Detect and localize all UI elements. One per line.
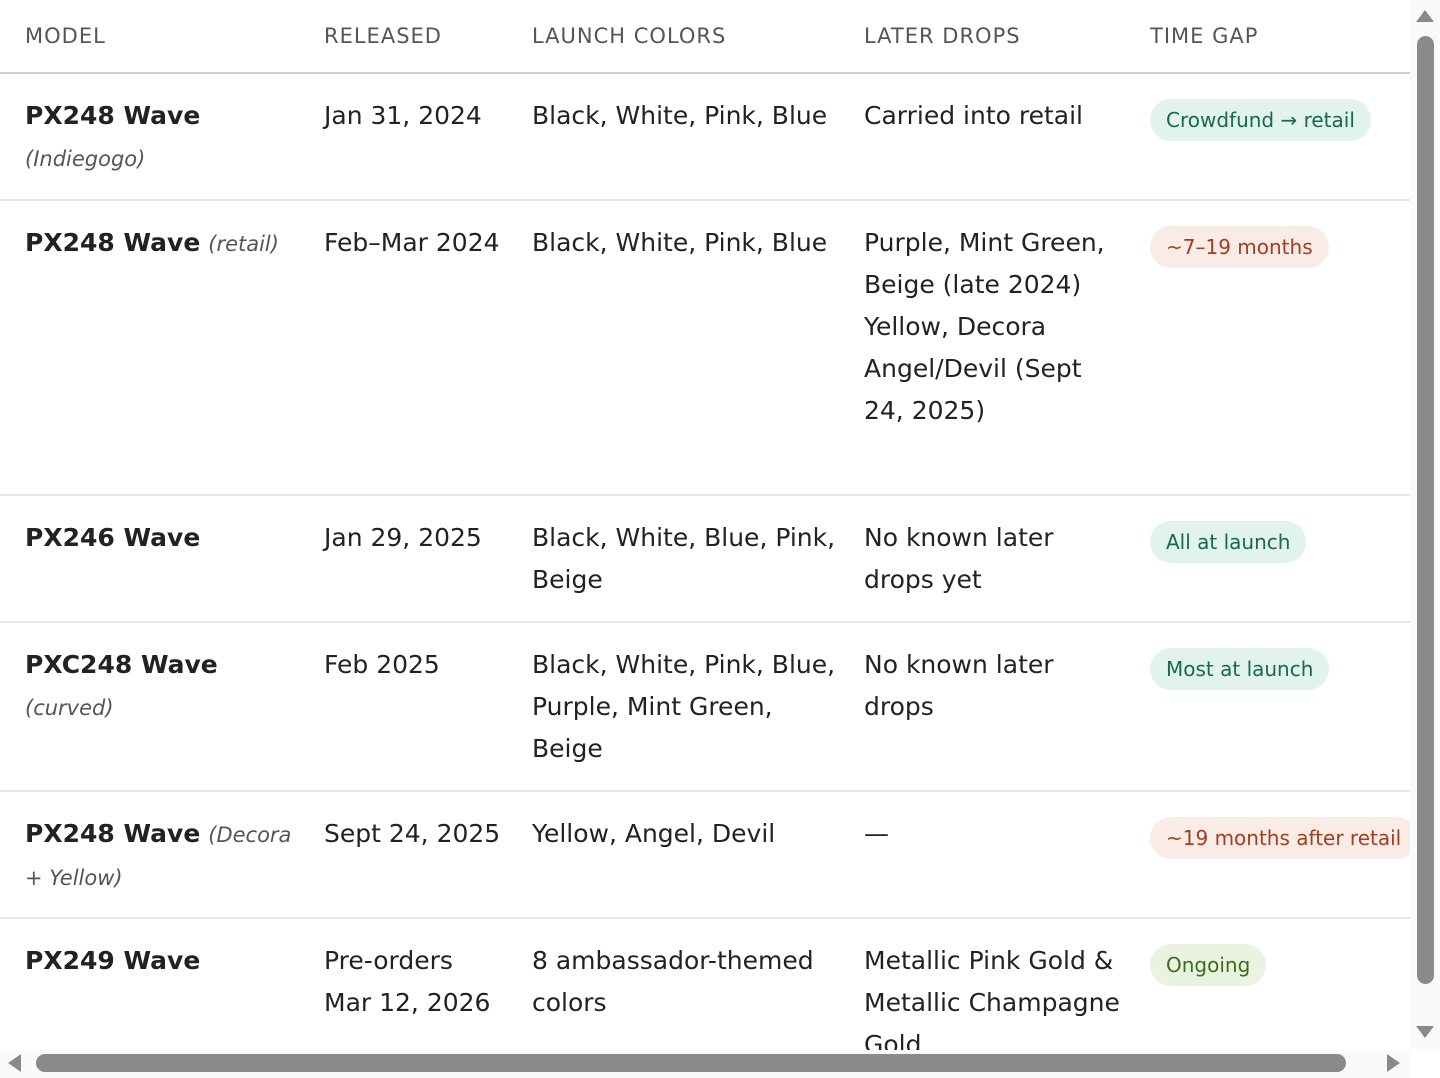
released-cell: Jan 31, 2024 <box>299 73 507 201</box>
later-drops-cell: Metallic Pink Gold & Metallic Champagne … <box>839 918 1125 1050</box>
time-gap-cell: Most at launch <box>1125 622 1410 792</box>
time-gap-cell: Ongoing <box>1125 918 1410 1050</box>
model-cell: PX249 Wave <box>0 918 299 1050</box>
model-cell: PXC248 Wave (curved) <box>0 622 299 792</box>
time-gap-badge: ~19 months after retail <box>1150 817 1410 859</box>
scroll-left-arrow-icon[interactable] <box>8 1054 21 1072</box>
table-row: PX249 Wave Pre-orders Mar 12, 2026 8 amb… <box>0 918 1410 1050</box>
model-note: (Decora + Yellow) <box>25 823 292 890</box>
model-name: PX246 Wave <box>25 523 201 552</box>
launch-colors-cell: Black, White, Pink, Blue <box>507 73 839 201</box>
model-cell: PX248 Wave (retail) <box>0 200 299 496</box>
header-released: RELEASED <box>299 0 507 74</box>
later-drops-cell: Purple, Mint Green, Beige (late 2024) Ye… <box>839 200 1125 496</box>
launch-colors-cell: Black, White, Pink, Blue <box>507 200 839 496</box>
header-time-gap: TIME GAP <box>1125 0 1410 74</box>
released-cell: Pre-orders Mar 12, 2026 <box>299 918 507 1050</box>
launch-colors-cell: 8 ambassador-themed colors <box>507 918 839 1050</box>
model-note: (retail) <box>208 232 279 256</box>
model-cell: PX248 Wave (Decora + Yellow) <box>0 791 299 919</box>
time-gap-badge: Ongoing <box>1150 944 1267 986</box>
table-row: PX246 Wave Jan 29, 2025 Black, White, Bl… <box>0 495 1410 623</box>
launch-colors-cell: Yellow, Angel, Devil <box>507 791 839 919</box>
time-gap-cell: ~19 months after retail <box>1125 791 1410 919</box>
released-cell: Feb–Mar 2024 <box>299 200 507 496</box>
later-drops-cell: No known later drops yet <box>839 495 1125 623</box>
models-table: MODEL RELEASED LAUNCH COLORS LATER DROPS… <box>0 0 1410 1050</box>
model-name: PX248 Wave <box>25 101 201 130</box>
model-cell: PX246 Wave <box>0 495 299 623</box>
time-gap-badge: Most at launch <box>1150 648 1330 690</box>
horizontal-scroll-thumb[interactable] <box>36 1054 1346 1072</box>
released-cell: Sept 24, 2025 <box>299 791 507 919</box>
vertical-scroll-thumb[interactable] <box>1417 36 1434 984</box>
released-cell: Feb 2025 <box>299 622 507 792</box>
later-drops-cell: No known later drops <box>839 622 1125 792</box>
model-name: PX248 Wave <box>25 228 201 257</box>
header-launch-colors: LAUNCH COLORS <box>507 0 839 74</box>
launch-colors-cell: Black, White, Pink, Blue, Purple, Mint G… <box>507 622 839 792</box>
table-row: PXC248 Wave (curved) Feb 2025 Black, Whi… <box>0 622 1410 792</box>
vertical-scrollbar[interactable] <box>1410 0 1440 1050</box>
scroll-right-arrow-icon[interactable] <box>1387 1054 1400 1072</box>
scroll-up-arrow-icon[interactable] <box>1416 10 1434 22</box>
model-name: PX248 Wave <box>25 819 201 848</box>
time-gap-cell: ~7–19 months <box>1125 200 1410 496</box>
model-note: (Indiegogo) <box>25 147 146 171</box>
table-row: PX248 Wave (retail) Feb–Mar 2024 Black, … <box>0 200 1410 496</box>
time-gap-badge: Crowdfund → retail <box>1150 99 1371 141</box>
later-drops-cell: — <box>839 791 1125 919</box>
time-gap-badge: ~7–19 months <box>1150 226 1329 268</box>
model-note: (curved) <box>25 696 114 720</box>
time-gap-cell: Crowdfund → retail <box>1125 73 1410 201</box>
table-row: PX248 Wave (Indiegogo) Jan 31, 2024 Blac… <box>0 73 1410 201</box>
table-viewport: MODEL RELEASED LAUNCH COLORS LATER DROPS… <box>0 0 1410 1050</box>
table-row: PX248 Wave (Decora + Yellow) Sept 24, 20… <box>0 791 1410 919</box>
released-cell: Jan 29, 2025 <box>299 495 507 623</box>
header-model: MODEL <box>0 0 299 74</box>
launch-colors-cell: Black, White, Blue, Pink, Beige <box>507 495 839 623</box>
time-gap-cell: All at launch <box>1125 495 1410 623</box>
later-drops-cell: Carried into retail <box>839 73 1125 201</box>
time-gap-badge: All at launch <box>1150 521 1307 563</box>
model-name: PX249 Wave <box>25 946 201 975</box>
model-cell: PX248 Wave (Indiegogo) <box>0 73 299 201</box>
horizontal-scrollbar[interactable] <box>0 1050 1410 1078</box>
model-name: PXC248 Wave <box>25 650 218 679</box>
scroll-down-arrow-icon[interactable] <box>1416 1026 1434 1038</box>
table-header: MODEL RELEASED LAUNCH COLORS LATER DROPS… <box>0 0 1410 74</box>
header-later-drops: LATER DROPS <box>839 0 1125 74</box>
